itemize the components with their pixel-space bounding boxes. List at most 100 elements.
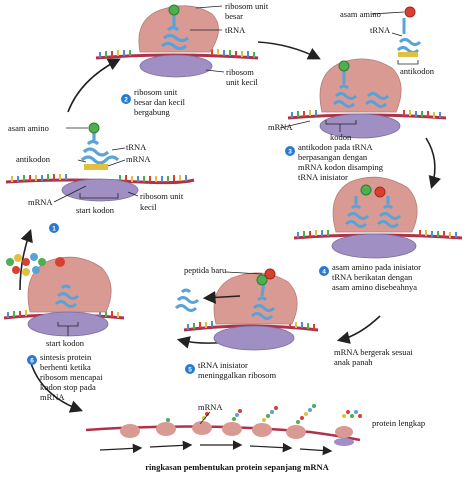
released-polypeptide xyxy=(6,253,65,276)
arrow-text-line-2: anak panah xyxy=(334,357,373,367)
summary-ribosome-3 xyxy=(192,421,212,435)
label-trna-top: tRNA xyxy=(225,25,246,35)
amino-acid-4a xyxy=(360,184,372,196)
large-ribosomal-subunit-6 xyxy=(27,256,112,313)
amino-acid-4b xyxy=(374,186,386,198)
trna-4b xyxy=(376,196,402,228)
arrow-text-line-1: mRNA bergerak sesuai xyxy=(334,347,413,357)
label-peptida-baru: peptida baru xyxy=(184,265,227,275)
summary-large-subunit xyxy=(335,426,353,438)
label-trna-r: tRNA xyxy=(370,25,391,35)
amino-acid-5b xyxy=(264,268,276,280)
summary-caption: ringkasan pembentukan protein sepanjang … xyxy=(145,462,329,472)
step-number-1: 1 xyxy=(52,226,56,233)
label-mrna-r: mRNA xyxy=(268,122,293,132)
step-3-line-2: berpasangan dengan xyxy=(298,152,368,162)
step-badge-3 xyxy=(285,146,295,156)
summary-ribosome-4 xyxy=(222,422,242,436)
summary-ribosome-6 xyxy=(286,425,306,439)
mrna-bases-5 xyxy=(187,321,315,330)
mrna-bases-1 xyxy=(11,174,187,182)
cycle-arrow-1-to-2 xyxy=(67,58,121,113)
amino-acid-2 xyxy=(168,4,180,16)
step-4-line-3: asam amino disebeahnya xyxy=(332,282,417,292)
step-4-line-1: asam amino pada inisiator xyxy=(332,262,421,272)
step-6-line-1: sintesis protein xyxy=(40,352,92,362)
summary-ribosome-1 xyxy=(120,424,140,438)
step-6-line-5: mRNA xyxy=(40,392,65,402)
small-ribosomal-subunit-1 xyxy=(61,178,139,202)
label-start-kodon-6: start kodon xyxy=(46,338,85,348)
stage-6-termination: start kodon 6 sintesis protein berhenti … xyxy=(3,253,125,402)
trna-3-incoming xyxy=(364,92,390,108)
step-number-5: 5 xyxy=(188,367,192,374)
label-asam-amino-1: asam amino xyxy=(8,123,49,133)
step-badge-6 xyxy=(27,355,37,365)
mrna-bases-3 xyxy=(291,110,441,118)
mrna-bases-2 xyxy=(99,49,255,58)
step-badge-1 xyxy=(49,223,59,233)
step-3-line-4: tRNA inisiator xyxy=(298,172,348,182)
summary-small-subunit xyxy=(334,438,354,446)
label-ribosom-besar-top-a: ribosom unit xyxy=(225,1,269,11)
step-5-line-2: meninggalkan ribosom xyxy=(198,370,277,380)
step-6-line-3: ribosom mencapai xyxy=(40,372,103,382)
amino-acid-5a xyxy=(256,274,268,286)
amino-acid-3a xyxy=(338,60,350,72)
summary-ribosome-2 xyxy=(156,422,176,436)
step-5-line-1: tRNA inisiator xyxy=(198,360,248,370)
trna-1 xyxy=(80,132,120,165)
stage-1-initiation: asam amino tRNA antikodon mRNA mRNA star… xyxy=(5,122,195,233)
step-2-line-1: ribosom unit xyxy=(134,87,178,97)
step-number-3: 3 xyxy=(288,149,292,156)
amino-acid-3b xyxy=(404,6,416,18)
trna-5-exiting xyxy=(174,288,200,312)
step-3-line-3: mRNA kodon disamping xyxy=(298,162,384,172)
step-number-6: 6 xyxy=(30,358,34,365)
label-protein-lengkap: protein lengkap xyxy=(372,418,425,428)
label-mrna-1-right: mRNA xyxy=(126,154,151,164)
label-mrna-bottom: mRNA xyxy=(198,402,223,412)
small-ribosomal-subunit-4 xyxy=(331,233,417,259)
label-ribosom-kecil-top-b: unit kecil xyxy=(226,77,259,87)
cycle-arrow-6-to-bottom xyxy=(29,359,83,413)
label-kodon-r: kodon xyxy=(330,132,352,142)
summary-polypeptides xyxy=(166,404,362,424)
trna-5-bound xyxy=(250,281,276,320)
label-asam-amino-r: asam amino xyxy=(340,9,381,19)
label-ribosom-kecil-1b: kecil xyxy=(140,202,157,212)
trna-r-standalone xyxy=(396,18,422,54)
cycle-arrow-4-to-5 xyxy=(336,315,381,344)
label-trna-1: tRNA xyxy=(126,142,147,152)
stage-4-peptide-bond: 4 asam amino pada inisiator tRNA berikat… xyxy=(293,176,463,292)
small-ribosomal-subunit-5 xyxy=(213,325,295,351)
label-ribosom-kecil-top-a: ribosom xyxy=(226,67,254,77)
step-2-line-3: bergabung xyxy=(134,107,170,117)
stage-3-codon-pairing: asam amino tRNA antikodon mRNA kodon 3 a… xyxy=(268,6,447,182)
stage-5-initiator-exits: peptida baru 5 tRNA inisiator meninggalk… xyxy=(174,265,413,380)
step-number-4: 4 xyxy=(322,269,326,276)
trna-3-initiator xyxy=(332,70,358,108)
label-ribosom-kecil-1a: ribosom unit xyxy=(140,191,184,201)
mrna-strand-1 xyxy=(5,178,195,185)
step-number-2: 2 xyxy=(124,97,128,104)
cycle-arrow-3-to-4 xyxy=(425,137,441,190)
step-badge-5 xyxy=(185,364,195,374)
amino-acid-1 xyxy=(88,122,100,134)
label-ribosom-besar-top-b: besar xyxy=(225,11,243,21)
small-ribosomal-subunit-2 xyxy=(139,54,213,78)
large-ribosomal-subunit-5 xyxy=(213,272,298,325)
trna-1-anticodon xyxy=(84,164,108,170)
label-antikodon-1: antikodon xyxy=(16,154,51,164)
step-badge-4 xyxy=(319,266,329,276)
summary-strip: mRNA protein lengkap ringkasan pembentuk… xyxy=(85,402,425,472)
step-6-line-4: kodon stop pada xyxy=(40,382,96,392)
step-3-line-1: antikodon pada tRNA xyxy=(298,142,373,152)
trna-6 xyxy=(54,284,80,308)
label-mrna-1-left: mRNA xyxy=(28,197,53,207)
label-antikodon-r: antikodon xyxy=(400,66,435,76)
trna-2 xyxy=(160,14,190,51)
label-start-kodon-1: start kodon xyxy=(76,205,115,215)
